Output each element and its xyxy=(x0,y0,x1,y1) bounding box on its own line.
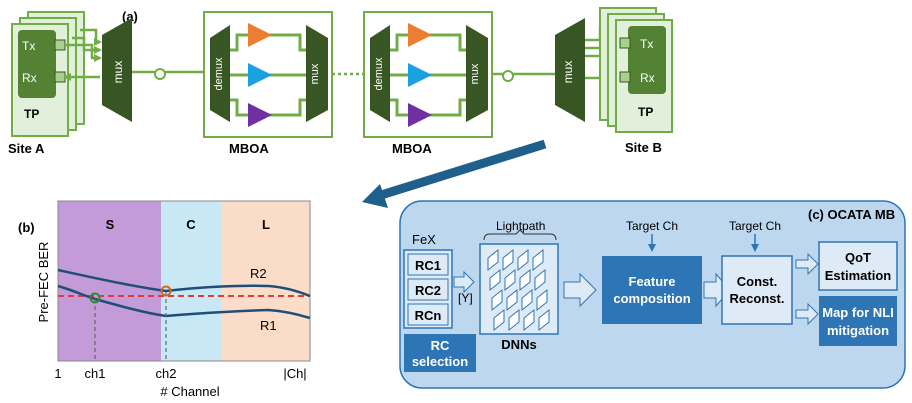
nli-line1: Map for NLI xyxy=(822,305,894,320)
mboa-1-label: MBOA xyxy=(229,141,269,156)
panel-c-label: (c) OCATA MB xyxy=(808,207,895,222)
curve-r1-label: R1 xyxy=(260,318,277,333)
mboa-2: demux mux xyxy=(363,11,493,138)
const-reconst-line2: Reconst. xyxy=(730,291,785,306)
curve-r2-label: R2 xyxy=(250,266,267,281)
lightpath-label: Lightpath xyxy=(496,219,545,233)
rc-selection-line1: RC xyxy=(431,338,450,353)
mux-a: mux xyxy=(102,18,132,122)
amp-s-2 xyxy=(408,23,432,47)
band-l-label: L xyxy=(262,217,270,232)
zoom-arrow xyxy=(362,139,547,208)
curve-r2 xyxy=(57,268,311,298)
x-tick-ch1: ch1 xyxy=(85,366,106,381)
site-a-transponder: Tx Rx TP xyxy=(11,11,85,137)
panel-c: (c) OCATA MB FeX RC1 RC2 RCn RC selectio… xyxy=(399,200,906,389)
band-s-label: S xyxy=(106,217,115,232)
x-tick-ch2: ch2 xyxy=(156,366,177,381)
band-l xyxy=(221,201,310,361)
rc1: RC1 xyxy=(415,258,441,273)
mboa-1: demux mux xyxy=(203,11,333,138)
amp-l-2 xyxy=(408,103,432,127)
panel-a: (a) Tx Rx TP Site A mux xyxy=(8,7,673,156)
mux-b: mux xyxy=(555,18,585,122)
ch1-marker xyxy=(89,292,101,304)
nli-mitigation-box xyxy=(819,296,897,346)
rc2: RC2 xyxy=(415,283,441,298)
site-b-transponder: Tx Rx TP xyxy=(599,7,673,133)
site-a-tx: Tx xyxy=(22,39,35,53)
panel-b: (b) Pre-FEC BER S C L R2 R1 1 ch1 ch2 |C… xyxy=(18,200,311,399)
rc-selection-box xyxy=(404,334,476,372)
site-a-label: Site A xyxy=(8,141,45,156)
feature-composition-line1: Feature xyxy=(629,274,676,289)
mux-a-label: mux xyxy=(111,61,125,84)
band-c-label: C xyxy=(186,217,196,232)
site-a-rx: Rx xyxy=(22,71,37,85)
amp-c-2 xyxy=(408,63,432,87)
fiber-span-marker-2 xyxy=(502,70,514,82)
mboa-2-demux-label: demux xyxy=(373,57,385,91)
amp-c-1 xyxy=(248,63,272,87)
mboa-1-demux-label: demux xyxy=(213,57,225,91)
y-symbol: [Y] xyxy=(458,291,473,305)
ch2-marker xyxy=(160,285,172,297)
qot-estimation-box xyxy=(818,241,898,291)
panel-a-label: (a) xyxy=(122,9,138,24)
feature-composition-box xyxy=(602,256,702,324)
x-tick-1: 1 xyxy=(54,366,61,381)
amp-s-1 xyxy=(248,23,272,47)
mboa-2-label: MBOA xyxy=(392,141,432,156)
fiber-span-marker xyxy=(154,68,166,80)
y-axis-label: Pre-FEC BER xyxy=(36,242,51,323)
site-b-label: Site B xyxy=(625,140,662,155)
qot-line1: QoT xyxy=(845,250,871,265)
target-ch-2: Target Ch xyxy=(729,219,781,233)
target-ch-1: Target Ch xyxy=(626,219,678,233)
site-b-tx: Tx xyxy=(640,37,653,51)
panel-b-label: (b) xyxy=(18,220,35,235)
mboa-1-mux-label: mux xyxy=(309,63,321,84)
site-a-tp: TP xyxy=(24,107,39,121)
mboa-2-mux-label: mux xyxy=(469,63,481,84)
nli-line2: mitigation xyxy=(827,323,889,338)
rc-selection-line2: selection xyxy=(412,354,468,369)
feature-composition-line2: composition xyxy=(613,291,690,306)
mux-b-label: mux xyxy=(561,61,575,84)
rcn: RCn xyxy=(415,308,442,323)
x-axis-label: # Channel xyxy=(160,384,219,399)
dnn-grid xyxy=(487,248,550,332)
site-b-rx: Rx xyxy=(640,71,655,85)
amp-l-1 xyxy=(248,103,272,127)
x-tick-ch: |Ch| xyxy=(283,366,306,381)
const-reconst-box xyxy=(721,255,793,325)
site-a-links xyxy=(63,28,102,81)
fex-label: FeX xyxy=(412,232,436,247)
site-b-tp: TP xyxy=(638,105,653,119)
dnn-label: DNNs xyxy=(501,337,536,352)
const-reconst-line1: Const. xyxy=(737,274,777,289)
qot-line2: Estimation xyxy=(825,268,892,283)
band-c xyxy=(161,201,221,361)
